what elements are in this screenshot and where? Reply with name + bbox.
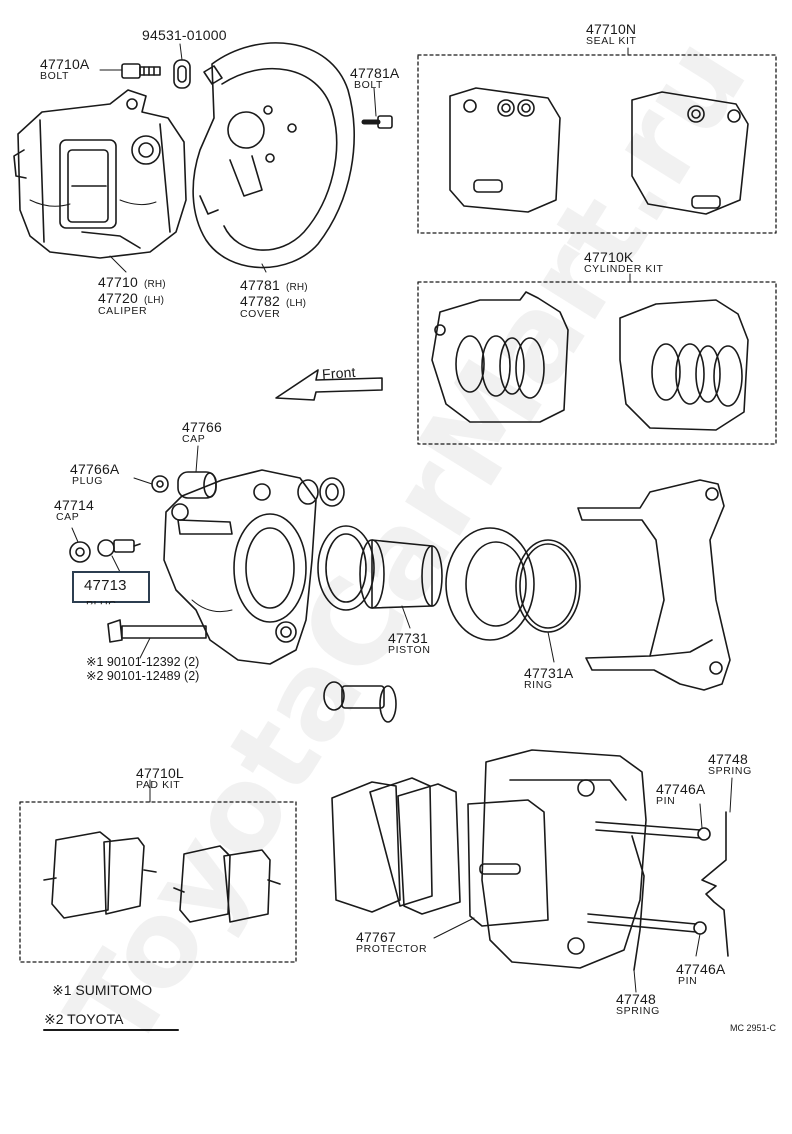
caliper-housing — [481, 749, 647, 969]
part-number-cylinder-kit: 47710K — [584, 249, 634, 265]
part-number-plug-a: 47766A — [70, 461, 120, 477]
part-name-plug: PLUG — [86, 599, 117, 611]
part-number-pad-kit: 47710L — [136, 765, 184, 781]
piston-47731 — [359, 539, 443, 609]
part-number-caliper-lh: 47720(LH) — [98, 290, 165, 306]
plug-47766a — [151, 475, 169, 493]
part-name-cover: COVER — [240, 308, 281, 320]
cover-47781 — [192, 42, 355, 269]
part-number-piston: 47731 — [388, 630, 428, 646]
part-name-pin-bottom: PIN — [678, 975, 698, 987]
part-name-caliper: CALIPER — [98, 305, 148, 317]
small-seals — [297, 477, 345, 507]
part-name-piston: PISTON — [388, 644, 431, 656]
part-number-pin-top: 47746A — [656, 781, 706, 797]
part-number-cover-rh: 47781(RH) — [240, 277, 308, 293]
part-number-gasket: 94531-01000 — [142, 27, 227, 43]
part-number-cap-b: 47714 — [54, 497, 94, 513]
leader-lines — [71, 43, 733, 993]
lh-suffix: (LH) — [285, 298, 307, 309]
cap-47766 — [177, 471, 217, 499]
part-number-spring-top: 47748 — [708, 751, 748, 767]
front-arrow — [275, 369, 383, 401]
lh-suffix: (LH) — [143, 295, 165, 306]
pad-kit-drawing — [43, 831, 281, 923]
pad-kit-box — [19, 801, 297, 963]
part-name-spring-bottom: SPRING — [616, 1005, 660, 1017]
spring-bottom-47748 — [631, 835, 645, 971]
seal-kit-drawing — [449, 87, 749, 215]
part-number-spring-bottom: 47748 — [616, 991, 656, 1007]
bleeder-plug-47713 — [97, 539, 141, 557]
legend-item-sumitomo: ※1 SUMITOMO — [52, 982, 153, 998]
part-number-seal-kit: 47710N — [586, 21, 637, 37]
cover-bolt-47781a — [361, 115, 393, 129]
part-number-pin-bottom: 47746A — [676, 961, 726, 977]
part-name-plug-a: PLUG — [72, 475, 103, 487]
boot — [445, 527, 535, 641]
part-name-cap-b: CAP — [56, 511, 80, 523]
part-number-cover-bolt: 47781A — [350, 65, 400, 81]
protector-47767 — [467, 799, 549, 927]
part-name-cap: CAP — [182, 433, 206, 445]
part-name-pin-top: PIN — [656, 795, 676, 807]
part-name-cylinder-kit: CYLINDER KIT — [584, 263, 664, 275]
part-number-plug[interactable]: 47713 — [84, 577, 127, 594]
cylinder-body — [163, 469, 317, 665]
fitting — [323, 681, 397, 723]
part-number-bolt-a: 47710A — [40, 56, 90, 72]
part-name-pad-kit: PAD KIT — [136, 779, 181, 791]
part-number-protector: 47767 — [356, 929, 396, 945]
seal-kit-box — [417, 54, 777, 234]
part-number-cover-lh: 47782(LH) — [240, 293, 307, 309]
part-number-ring: 47731A — [524, 665, 574, 681]
cylinder-kit-box — [417, 281, 777, 445]
piston-seals — [317, 525, 375, 611]
spring-top-47748 — [701, 811, 729, 957]
mounting-bracket — [577, 479, 731, 691]
part-name-bolt-a: BOLT — [40, 70, 70, 82]
bolt-note-2: ※2 90101-12489 (2) — [86, 669, 200, 683]
part-name-cover-bolt: BOLT — [354, 79, 384, 91]
cylinder-kit-drawing — [431, 291, 749, 431]
figure-code: MC 2951-C — [730, 1023, 777, 1033]
caliper-47710 — [13, 89, 187, 259]
gasket-94531 — [173, 59, 191, 89]
rh-suffix: (RH) — [285, 282, 308, 293]
long-bolt — [107, 619, 207, 643]
part-name-ring: RING — [524, 679, 553, 691]
pin-top-47746a — [595, 821, 711, 841]
bolt-note-1: ※1 90101-12392 (2) — [86, 655, 200, 669]
part-name-protector: PROTECTOR — [356, 943, 428, 955]
part-number-caliper-rh: 47710(RH) — [98, 274, 166, 290]
part-name-spring-top: SPRING — [708, 765, 752, 777]
part-name-seal-kit: SEAL KIT — [586, 35, 637, 47]
legend-item-toyota: ※2 TOYOTA — [44, 1011, 124, 1027]
cap-47714 — [69, 541, 91, 563]
caliper-bolt-47710a — [121, 63, 161, 79]
front-label: Front — [321, 363, 357, 383]
pin-bottom-47746a — [587, 913, 707, 935]
highlighted-part-number-box[interactable] — [72, 571, 150, 603]
rh-suffix: (RH) — [143, 279, 166, 290]
part-number-cap: 47766 — [182, 419, 222, 435]
brake-pads — [331, 777, 461, 915]
